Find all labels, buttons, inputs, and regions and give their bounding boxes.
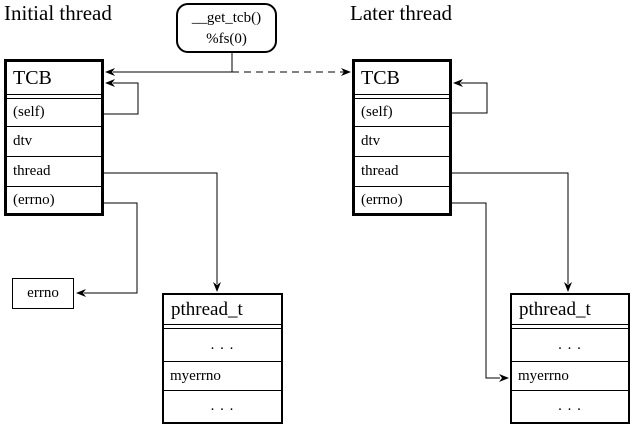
get-tcb-register-label: %fs(0) [206,31,247,47]
arrowhead-errno-box-icon [76,289,86,297]
tcb-initial-row-errno: (errno) [13,191,55,208]
title-later-thread: Later thread [350,1,453,25]
pthread-initial-header: pthread_t [164,295,281,325]
tcb-table-initial: TCB (self) dtv thread (errno) [4,59,104,216]
get-tcb-function-label: __get_tcb() [191,10,262,26]
tcb-later-row-self: (self) [355,99,449,127]
connector-later-thread-to-pthread [452,172,569,284]
tcb-later-row-dtv: dtv [355,127,449,157]
tcb-later-header: TCB [355,62,449,95]
arrowhead-initial-self-loop-icon [105,79,115,87]
connector-initial-self-loop [104,82,139,115]
pthread-initial-row-myerrno: myerrno [164,362,281,391]
errno-box: errno [12,278,74,309]
double-rule [164,325,281,329]
arrowhead-initial-pthread-icon [213,282,221,292]
pthread-table-initial: pthread_t . . . myerrno . . . [162,293,283,424]
pthread-later-row-ellipsis-bottom: . . . [558,398,582,414]
tcb-initial-header: TCB [7,62,101,95]
arrowhead-later-self-loop-icon [453,79,463,87]
tcb-table-later: TCB (self) dtv thread (errno) [352,59,452,216]
tcb-initial-row-self: (self) [7,99,101,127]
connector-initial-errno-to-errno-box [84,202,138,294]
connector-later-errno-to-myerrno [452,202,500,379]
tcb-later-row-thread: thread [355,157,449,187]
tcb-later-row-errno: (errno) [361,191,403,208]
pthread-table-later: pthread_t . . . myerrno . . . [510,293,630,424]
tcb-initial-row-thread: thread [7,157,101,187]
double-rule [7,95,101,99]
arrowhead-right-later-tcb-icon [341,68,351,76]
arrowhead-myerrno-icon [499,374,509,382]
get-tcb-box: __get_tcb() %fs(0) [176,3,277,53]
pthread-later-header: pthread_t [512,295,628,325]
arrowhead-left-initial-tcb-icon [105,68,115,76]
double-rule [355,95,449,99]
connector-initial-thread-to-pthread [104,172,218,284]
pthread-later-row-myerrno: myerrno [512,362,628,391]
title-initial-thread: Initial thread [4,1,112,25]
pthread-initial-row-ellipsis-top: . . . [164,329,281,362]
pthread-initial-row-ellipsis-bottom: . . . [210,398,235,414]
connector-later-self-loop [452,82,488,114]
errno-label: errno [27,285,59,301]
tcb-initial-row-dtv: dtv [7,127,101,157]
arrowhead-later-pthread-icon [564,282,572,292]
pthread-later-row-ellipsis-top: . . . [512,329,628,362]
double-rule [512,325,628,329]
